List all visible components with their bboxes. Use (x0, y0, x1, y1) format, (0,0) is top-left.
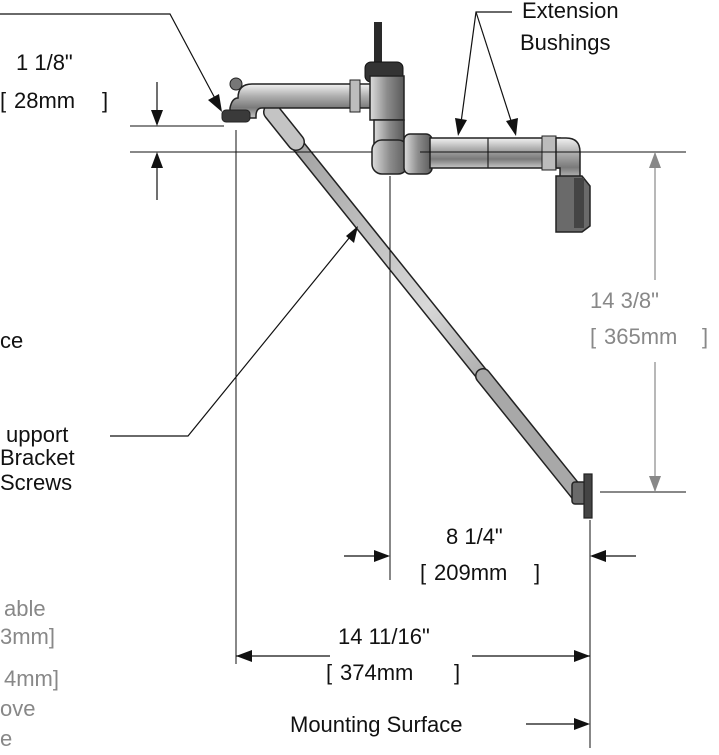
dimension-lines (130, 82, 686, 748)
faucet-illustration (221, 22, 593, 519)
spout-height-metric-close-bracket: ] (702, 324, 708, 349)
lower-wall-bracket (571, 473, 593, 519)
note-fragment-line2: 3mm] (0, 624, 55, 649)
note-fragment-line5: e (0, 726, 12, 750)
leader-lines (0, 11, 518, 437)
support-rod (263, 103, 586, 502)
support-label-line3: Screws (0, 470, 72, 495)
note-fragment-line4: ove (0, 696, 35, 721)
mounting-surface-label: Mounting Surface (290, 712, 462, 737)
upper-wall-flange (555, 175, 591, 233)
support-label-line2: Bracket (0, 445, 75, 470)
upper-spout (221, 77, 376, 123)
spout-height-imperial: 14 3/8" (590, 288, 659, 313)
spout-height-metric-open-bracket: [ (590, 324, 596, 349)
note-fragment-line3: 4mm] (4, 666, 59, 691)
outlet-height-metric-close-bracket: ] (102, 88, 108, 113)
overall-reach-metric-close-bracket: ] (454, 660, 460, 685)
outlet-height-imperial: 1 1/8" (16, 50, 73, 75)
bracket-reach-metric-close-bracket: ] (534, 560, 540, 585)
support-label-line1: upport (6, 422, 68, 447)
overall-reach-imperial: 14 11/16" (338, 624, 430, 649)
extension-bushings-label-line1: Extension (522, 0, 619, 23)
lower-pipe (403, 133, 581, 181)
overall-reach-metric-open-bracket: [ (326, 660, 332, 685)
extension-bushings-label-line2: Bushings (520, 30, 611, 55)
bracket-reach-imperial: 8 1/4" (446, 524, 503, 549)
overall-reach-metric: 374mm (340, 660, 413, 685)
bracket-reach-metric: 209mm (434, 560, 507, 585)
bracket-reach-metric-open-bracket: [ (420, 560, 426, 585)
text-labels: Extension Bushings 1 1/8" [ 28mm ] 14 3/… (0, 0, 708, 751)
outlet-height-metric: 28mm (14, 88, 75, 113)
face-label-fragment: ce (0, 328, 23, 353)
note-fragment-line1: able (4, 596, 46, 621)
spout-height-metric: 365mm (604, 324, 677, 349)
outlet-height-metric-open-bracket: [ (0, 88, 6, 113)
valve-body (364, 22, 409, 175)
